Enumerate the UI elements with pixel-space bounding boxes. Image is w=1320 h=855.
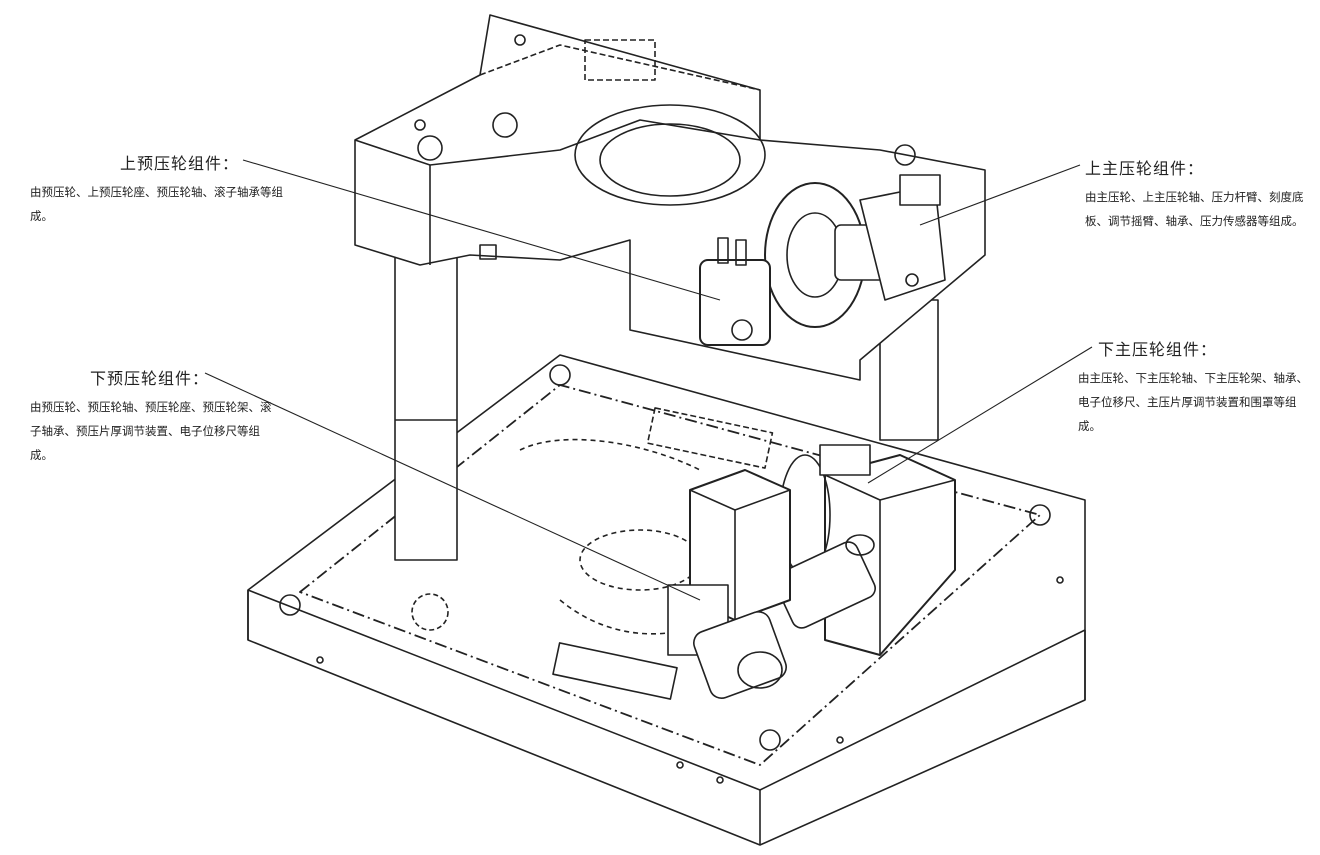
callout-lower-pre-roller: 下预压轮组件： 由预压轮、预压轮轴、预压轮座、预压轮架、滚子轴承、预压片厚调节装… — [30, 365, 350, 467]
callout-title: 上预压轮组件： — [120, 154, 240, 173]
leader-lines — [204, 159, 1093, 601]
callout-title: 下主压轮组件： — [1098, 340, 1218, 359]
callout-title: 上主压轮组件： — [1085, 159, 1205, 178]
callout-upper-pre-roller: 上预压轮组件： 由预压轮、上预压轮座、预压轮轴、滚子轴承等组成。 — [30, 150, 380, 228]
callout-description: 由预压轮、预压轮轴、预压轮座、预压轮架、滚子轴承、预压片厚调节装置、电子位移尺等… — [30, 400, 272, 462]
columns — [394, 249, 939, 561]
lower-pre-roller — [667, 469, 791, 699]
upper-pre-roller — [699, 237, 771, 346]
callout-title: 下预压轮组件： — [90, 369, 210, 388]
upper-main-roller — [764, 174, 946, 328]
callout-lower-main-roller: 下主压轮组件： 由主压轮、下主压轮轴、下主压轮架、轴承、电子位移尺、主压片厚调节… — [1078, 336, 1320, 438]
callout-upper-main-roller: 上主压轮组件： 由主压轮、上主压轮轴、压力杆臂、刻度底板、调节摇臂、轴承、压力传… — [1085, 155, 1320, 233]
base-plate — [247, 354, 1086, 846]
callout-description: 由主压轮、上主压轮轴、压力杆臂、刻度底板、调节摇臂、轴承、压力传感器等组成。 — [1085, 190, 1304, 228]
lower-main-roller — [774, 444, 956, 656]
callout-description: 由预压轮、上预压轮座、预压轮轴、滚子轴承等组成。 — [30, 185, 283, 223]
callout-description: 由主压轮、下主压轮轴、下主压轮架、轴承、电子位移尺、主压片厚调节装置和围罩等组成… — [1078, 371, 1308, 433]
